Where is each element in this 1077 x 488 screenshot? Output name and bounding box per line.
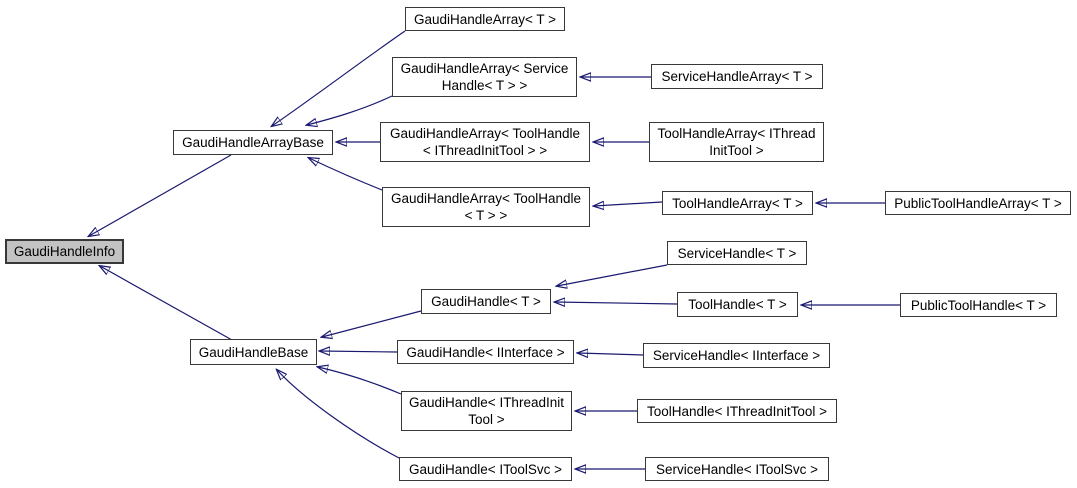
- node-public-tool-handle-t[interactable]: PublicToolHandle< T >: [900, 293, 1057, 317]
- node-gaudi-handle-info: GaudiHandleInfo: [5, 239, 124, 264]
- node-service-handle-iinterface[interactable]: ServiceHandle< IInterface >: [643, 343, 830, 368]
- edge-base-to-info: [100, 266, 233, 341]
- node-service-handle-t[interactable]: ServiceHandle< T >: [667, 241, 807, 265]
- node-service-handle-array-t[interactable]: ServiceHandleArray< T >: [651, 64, 823, 89]
- node-tool-handle-ithread[interactable]: ToolHandle< IThreadInitTool >: [637, 399, 837, 423]
- edge-toolhandle-t-to-gaudihandle-t: [555, 302, 678, 304]
- node-gaudi-handle-array-tool-handle-t[interactable]: GaudiHandleArray< ToolHandle < T > >: [382, 187, 590, 227]
- node-service-handle-itoolsvc[interactable]: ServiceHandle< IToolSvc >: [645, 457, 829, 481]
- edge-servicehandle-t-to-gaudihandle-t: [557, 264, 668, 286]
- node-gaudi-handle-array-tool-handle-ithread[interactable]: GaudiHandleArray< ToolHandle < IThreadIn…: [380, 122, 590, 162]
- edge-toolhandlearray-t-to-array: [594, 202, 663, 206]
- node-gaudi-handle-t[interactable]: GaudiHandle< T >: [421, 289, 551, 314]
- node-gaudi-handle-array-t[interactable]: GaudiHandleArray< T >: [405, 7, 565, 31]
- edge-array-t-to-arraybase: [272, 30, 406, 126]
- node-gaudi-handle-ithread[interactable]: GaudiHandle< IThreadInit Tool >: [401, 391, 572, 431]
- edge-arraybase-to-info: [89, 154, 232, 236]
- node-public-tool-handle-array-t[interactable]: PublicToolHandleArray< T >: [885, 191, 1071, 215]
- edge-array-toolhandle-t-to-arraybase: [309, 158, 383, 191]
- edge-gaudihandle-itoolsvc-to-base: [277, 370, 400, 459]
- edge-gaudihandle-iinterface-to-base: [320, 351, 398, 352]
- node-tool-handle-array-ithread[interactable]: ToolHandleArray< IThread InitTool >: [649, 122, 824, 162]
- edge-servicehandle-iinterface-to-gaudihandle: [578, 353, 644, 355]
- node-gaudi-handle-itoolsvc[interactable]: GaudiHandle< IToolSvc >: [399, 457, 572, 481]
- node-tool-handle-array-t[interactable]: ToolHandleArray< T >: [662, 191, 813, 215]
- node-gaudi-handle-array-base[interactable]: GaudiHandleArrayBase: [173, 130, 333, 155]
- node-gaudi-handle-base[interactable]: GaudiHandleBase: [190, 339, 317, 365]
- node-gaudi-handle-iinterface[interactable]: GaudiHandle< IInterface >: [397, 340, 574, 364]
- node-gaudi-handle-array-service-handle-t[interactable]: GaudiHandleArray< Service Handle< T > >: [392, 57, 577, 97]
- node-tool-handle-t[interactable]: ToolHandle< T >: [677, 292, 798, 317]
- edge-gaudihandle-t-to-base: [322, 310, 422, 337]
- edge-array-servicehandle-to-arraybase: [307, 95, 393, 125]
- edge-gaudihandle-ithread-to-base: [318, 367, 402, 395]
